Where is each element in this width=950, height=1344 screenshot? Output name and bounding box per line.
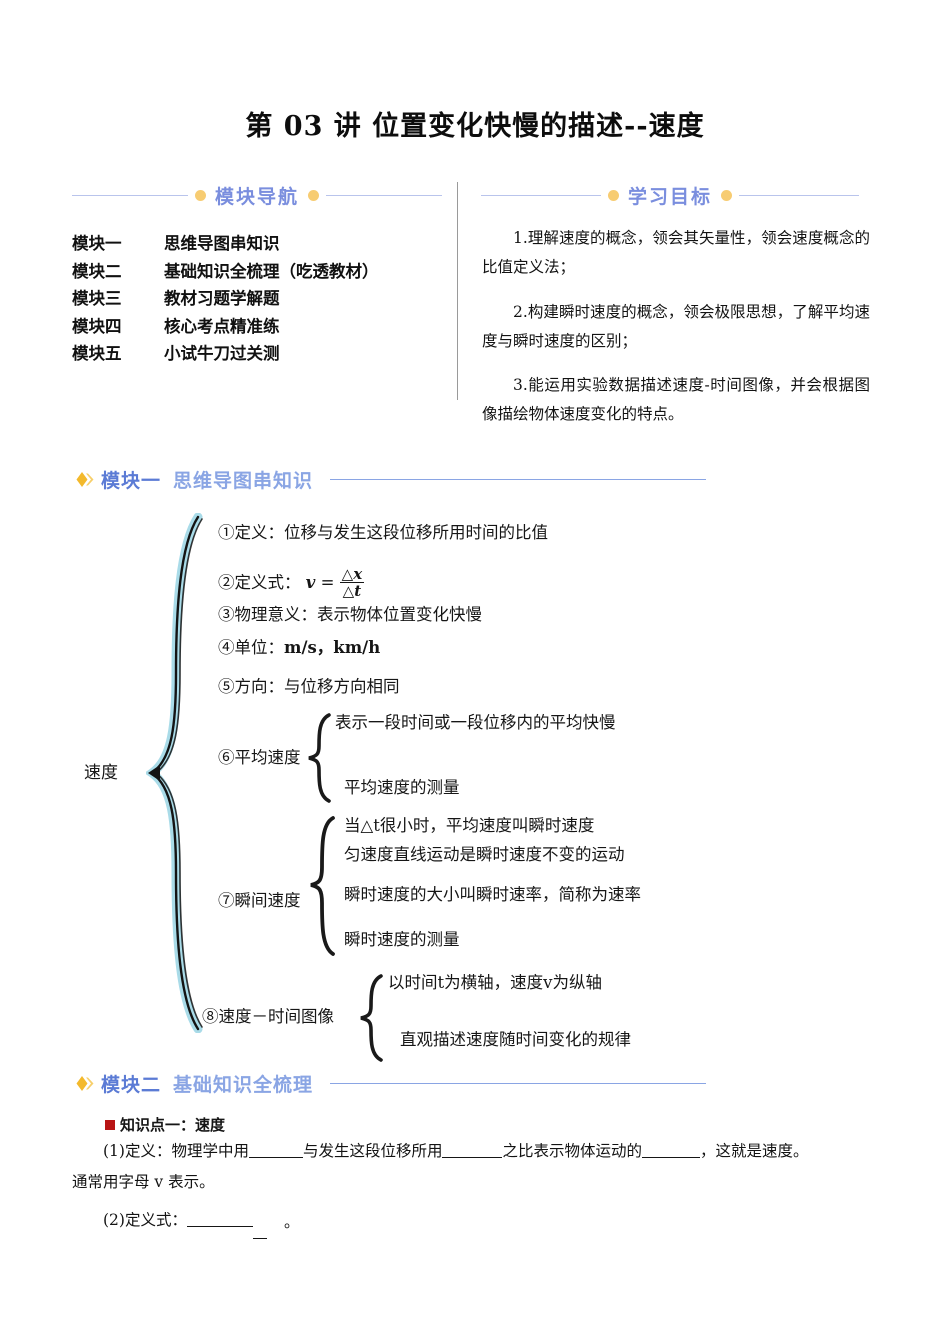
mindmap-item-7-child-4: 瞬时速度的测量 <box>344 930 460 949</box>
formula-part-a: (2)定义式： <box>103 1211 187 1229</box>
diamond-chevron-icon <box>76 1074 95 1093</box>
mindmap-item-6-child-1: 表示一段时间或一段位移内的平均快慢 <box>335 713 616 732</box>
mindmap-item-4: ④单位：m/s，km/h <box>218 638 380 658</box>
nav-value: 思维导图串知识 <box>164 234 280 253</box>
module-nav-list: 模块一 思维导图串知识 模块二 基础知识全梳理（吃透教材） 模块三 教材习题学解… <box>72 230 442 368</box>
mindmap-item-8-child-1: 以时间t为横轴，速度v为纵轴 <box>388 973 602 992</box>
mindmap-item-7-child-1: 当△t很小时，平均速度叫瞬时速度 <box>344 816 595 835</box>
nav-key: 模块二 <box>72 261 122 281</box>
mindmap-item-6: ⑥平均速度 <box>218 748 301 767</box>
definition-part-b: 与发生这段位移所用 <box>302 1142 443 1160</box>
nav-value: 教材习题学解题 <box>164 289 280 308</box>
list-item: 模块一 思维导图串知识 <box>72 230 442 258</box>
fraction-denominator: △t <box>342 582 362 601</box>
list-item: 模块五 小试牛刀过关测 <box>72 340 442 368</box>
mindmap-item-8-child-2: 直观描述速度随时间变化的规律 <box>400 1030 631 1049</box>
list-item: 3.能运用实验数据描述速度-时间图像，并会根据图像描绘物体速度变化的特点。 <box>482 376 870 423</box>
mindmap-item-8: ⑧速度－时间图像 <box>202 1007 334 1026</box>
definition-part-c: 之比表示物体运动的 <box>502 1142 642 1160</box>
mindmap-item-5: ⑤方向：与位移方向相同 <box>218 677 400 696</box>
list-item: 2.构建瞬时速度的概念，领会极限思想，了解平均速度与瞬时速度的区别； <box>482 302 870 350</box>
list-item: 模块四 核心考点精准练 <box>72 313 442 341</box>
mindmap-item-2: ②定义式： v = △x △t <box>218 565 365 601</box>
heading-rule-right <box>326 194 443 196</box>
column-divider <box>457 182 458 400</box>
nav-value: 核心考点精准练 <box>164 316 280 336</box>
definition-part-a: (1)定义：物理学中用 <box>103 1142 249 1160</box>
module1-number: 模块一 <box>101 470 162 492</box>
mindmap-item-3: ③物理意义：表示物体位置变化快慢 <box>218 605 482 624</box>
list-item: 模块二 基础知识全梳理（吃透教材） <box>72 258 442 286</box>
formula-equals: = <box>320 572 335 592</box>
learning-goals-list: 1.理解速度的概念，领会其矢量性，领会速度概念的比值定义法； 2.构建瞬时速度的… <box>470 224 870 429</box>
fill-blank-3[interactable] <box>642 1157 700 1158</box>
mindmap-item-4-label: ④单位： <box>218 638 284 657</box>
definition-part-d: ，这就是速度。 <box>700 1142 809 1160</box>
mindmap-item-7: ⑦瞬间速度 <box>218 891 301 910</box>
list-item: 1.理解速度的概念，领会其矢量性，领会速度概念的比值定义法； <box>482 229 870 276</box>
diamond-chevron-icon <box>76 470 95 489</box>
mindmap-root-label: 速度 <box>84 763 118 783</box>
module2-rule <box>330 1083 706 1084</box>
nav-value: 基础知识全梳理（吃透教材） <box>164 261 379 281</box>
bullet-dot-icon <box>195 189 206 201</box>
mindmap-main-brace <box>144 512 206 1038</box>
definition-paragraph: (1)定义：物理学中用 与发生这段位移所用 之比表示物体运动的 ，这就是速度。 <box>72 1136 880 1167</box>
learning-goals-box: 学习目标 1.理解速度的概念，领会其矢量性，领会速度概念的比值定义法； 2.构建… <box>470 182 870 445</box>
module1-rule <box>330 479 706 480</box>
fill-blank-2[interactable] <box>442 1157 503 1158</box>
formula-fraction: △x △t <box>339 565 365 601</box>
knowledge-point-heading: 知识点一：速度 <box>105 1114 225 1135</box>
formula-part-b: 。 <box>252 1207 299 1239</box>
red-square-bullet-icon <box>105 1119 115 1130</box>
module2-number: 模块二 <box>101 1074 162 1096</box>
mindmap-item-6-child-2: 平均速度的测量 <box>344 778 460 797</box>
bullet-dot-icon <box>607 189 619 201</box>
bullet-dot-icon <box>308 189 320 201</box>
mindmap-brace-8 <box>357 973 387 1068</box>
mindmap-item-7-child-2: 匀速度直线运动是瞬时速度不变的运动 <box>344 845 625 864</box>
module-nav-heading-text: 模块导航 <box>215 185 300 208</box>
formula-variable: v <box>305 572 316 592</box>
learning-goals-heading-text: 学习目标 <box>627 185 712 208</box>
mindmap-brace-6 <box>305 712 335 809</box>
module1-title: 思维导图串知识 <box>173 470 314 492</box>
module-nav-heading: 模块导航 <box>72 182 443 208</box>
heading-rule-right <box>739 194 859 196</box>
mindmap-item-4-units: m/s，km/h <box>284 638 381 657</box>
module-nav-box: 模块导航 模块一 思维导图串知识 模块二 基础知识全梳理（吃透教材） 模块三 教… <box>72 182 443 368</box>
learning-goals-heading: 学习目标 <box>470 182 870 208</box>
fraction-numerator: △x <box>339 565 365 584</box>
mindmap-item-1: ①定义：位移与发生这段位移所用时间的比值 <box>218 523 548 542</box>
heading-rule-left <box>480 194 601 196</box>
mindmap-brace-7 <box>307 815 339 962</box>
page-title: 第 03 讲 位置变化快慢的描述--速度 <box>245 111 705 142</box>
nav-key: 模块五 <box>72 344 122 363</box>
mindmap-item-2-label: ②定义式： <box>218 572 301 592</box>
module1-section-header: 模块一 思维导图串知识 <box>76 466 706 493</box>
module2-section-header: 模块二 基础知识全梳理 <box>76 1070 706 1097</box>
nav-key: 模块三 <box>72 289 122 308</box>
mindmap-item-7-child-3: 瞬时速度的大小叫瞬时速率，简称为速率 <box>344 885 641 904</box>
mindmap: 速度 ①定义：位移与发生这段位移所用时间的比值 ②定义式： v = △x △t … <box>60 505 780 1065</box>
fill-blank-4[interactable] <box>186 1226 253 1227</box>
formula-paragraph: (2)定义式： 。 <box>72 1205 880 1239</box>
nav-key: 模块四 <box>72 316 122 336</box>
list-item: 模块三 教材习题学解题 <box>72 285 442 313</box>
heading-rule-left <box>72 194 188 196</box>
nav-value: 小试牛刀过关测 <box>164 344 280 363</box>
knowledge-point-text: 知识点一：速度 <box>120 1116 226 1134</box>
bullet-dot-icon <box>721 189 732 201</box>
module2-title: 基础知识全梳理 <box>173 1074 314 1096</box>
fill-blank-1[interactable] <box>248 1157 303 1158</box>
definition-paragraph-cont: 通常用字母 v 表示。 <box>72 1173 215 1191</box>
nav-key: 模块一 <box>72 234 122 253</box>
